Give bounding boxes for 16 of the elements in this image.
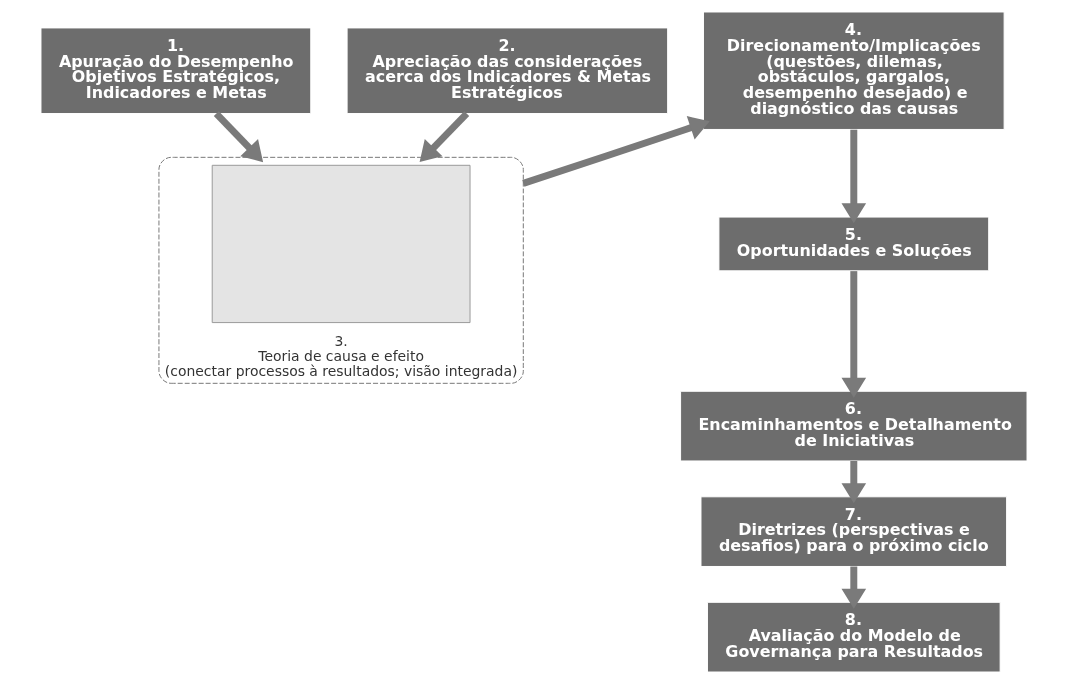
node-box: 5. Oportunidades e Soluções	[717, 216, 989, 272]
arrow	[521, 116, 710, 187]
node-box: 4. Direcionamento/Implicações (questões, dilemas, obstáculos, gargalos, desempenho desejado) e diagnóstico das causas	[702, 11, 1005, 130]
node-box	[211, 164, 471, 324]
arrow	[841, 566, 866, 609]
arrow	[841, 461, 866, 504]
arrow	[213, 111, 263, 163]
node-box: 2. Apreciação das considerações acerca dos Indicadores & Metas Estratégicos	[346, 27, 668, 115]
arrow	[841, 271, 866, 398]
arrow	[419, 111, 469, 163]
arrow	[841, 129, 866, 224]
node-box: 8. Avaliação do Modelo de Governança para Resultados	[706, 601, 1001, 673]
node-box: 7. Diretrizes (perspectivas e desafios) para o próximo ciclo	[700, 496, 1007, 567]
node-box: 1. Apuração do Desempenho Objetivos Estratégicos, Indicadores e Metas	[40, 27, 311, 115]
node-box: 6. Encaminhamentos e Detalhamento de Iniciativas	[679, 390, 1027, 462]
cluster: 3. Teoria de causa e efeito (conectar processos à resultados; visão integrada)	[157, 156, 524, 384]
